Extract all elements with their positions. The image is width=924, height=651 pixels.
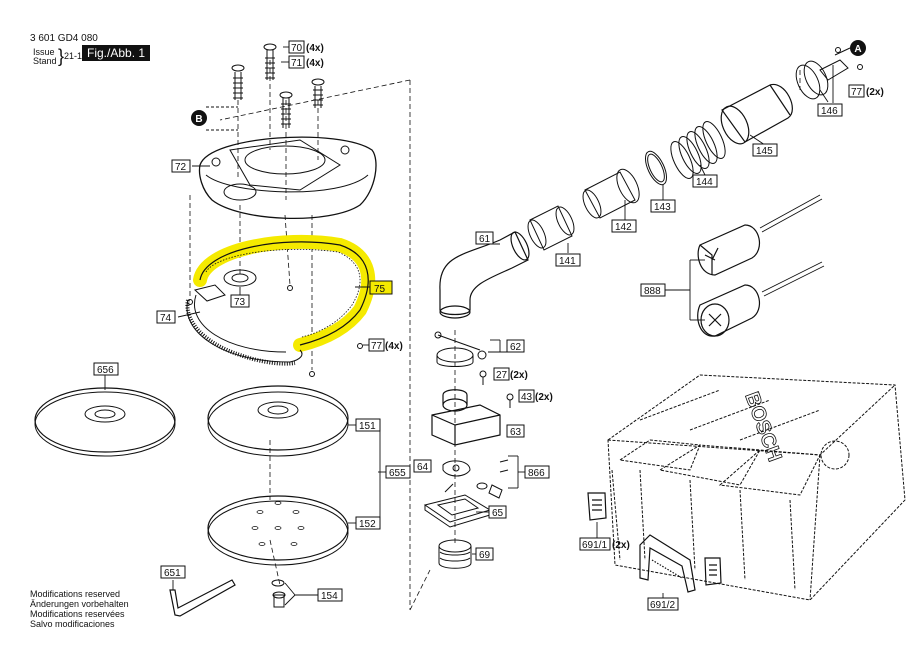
part-72-base-plate <box>198 136 377 220</box>
modifications-notice: Modifications reserved Änderungen vorbeh… <box>30 589 129 629</box>
part-69-bellow <box>438 539 472 569</box>
label-151: 151 <box>359 421 376 432</box>
label-691-1: 691/1 <box>582 540 607 551</box>
issue-label: Issue <box>33 47 55 57</box>
part-63-adapter <box>431 389 501 446</box>
marker-a: A <box>834 40 866 56</box>
part-144-spring <box>670 121 726 179</box>
part-label-boxes <box>93 40 865 611</box>
part-888-plug-lower <box>697 261 825 337</box>
screw-70 <box>263 43 277 80</box>
label-866: 866 <box>528 468 545 479</box>
part-651-allen-key <box>169 579 236 617</box>
modifications-es: Salvo modificaciones <box>30 619 115 629</box>
label-71: 71 <box>291 58 303 69</box>
label-154: 154 <box>321 591 338 602</box>
modifications-de: Änderungen vorbehalten <box>30 599 129 609</box>
label-144: 144 <box>696 177 713 188</box>
label-73: 73 <box>234 297 246 308</box>
label-152: 152 <box>359 519 376 530</box>
label-888: 888 <box>644 286 661 297</box>
label-143: 143 <box>654 202 671 213</box>
part-64-lever <box>442 460 471 477</box>
label-141: 141 <box>559 256 576 267</box>
part-154-screw <box>271 579 286 608</box>
part-151-pad <box>207 385 349 457</box>
screw-77-small <box>187 285 363 377</box>
part-145-sleeve <box>720 84 793 145</box>
part-43-screw <box>506 393 514 408</box>
screw-71b <box>311 78 325 108</box>
label-77-b-qty: (2x) <box>866 87 884 98</box>
part-61-elbow <box>439 231 530 319</box>
label-72: 72 <box>175 162 187 173</box>
marker-a-text: A <box>854 44 861 55</box>
label-651: 651 <box>164 568 181 579</box>
label-70-qty: (4x) <box>306 43 324 54</box>
stand-label: Stand <box>33 56 57 66</box>
part-62-clamp <box>434 331 487 367</box>
modifications-fr: Modifications reservées <box>30 609 125 619</box>
label-70: 70 <box>291 43 303 54</box>
label-77-a: 77 <box>371 341 383 352</box>
figure-label: Fig./Abb. 1 <box>82 45 151 61</box>
marker-b: B <box>191 106 238 131</box>
leader-lines <box>104 46 858 606</box>
label-691-2: 691/2 <box>650 600 675 611</box>
part-labels: 70 (4x) 71 (4x) 72 73 74 75 77 (4x) 77 (… <box>97 43 884 611</box>
case-brand-logo: BOSCH <box>740 389 785 464</box>
label-656: 656 <box>97 365 114 376</box>
label-74: 74 <box>160 313 172 324</box>
label-77-b: 77 <box>851 87 863 98</box>
label-61: 61 <box>479 234 491 245</box>
part-143-ring <box>644 150 668 186</box>
part-141-tube <box>527 205 575 251</box>
label-146: 146 <box>821 106 838 117</box>
label-655: 655 <box>389 468 406 479</box>
label-142: 142 <box>615 222 632 233</box>
marker-b-text: B <box>195 114 202 125</box>
label-62: 62 <box>510 342 522 353</box>
part-866-small-parts <box>476 459 509 499</box>
part-691-2-handle <box>639 534 696 593</box>
label-63: 63 <box>510 427 522 438</box>
label-691-1-qty: (2x) <box>612 540 630 551</box>
part-142-tube <box>582 168 640 219</box>
part-75-brush-ring-highlighted <box>193 234 376 352</box>
label-145: 145 <box>756 146 773 157</box>
part-146-connector <box>795 47 863 100</box>
part-152-abrasive-disc <box>207 495 349 566</box>
part-888-plug-upper <box>697 194 823 276</box>
document-number: 3 601 GD4 080 <box>30 33 98 44</box>
label-43-qty: (2x) <box>535 392 553 403</box>
screw-71 <box>279 91 293 128</box>
label-65: 65 <box>492 508 504 519</box>
part-27-screw <box>479 370 487 385</box>
label-69: 69 <box>479 550 491 561</box>
label-75: 75 <box>374 284 386 295</box>
label-77-a-qty: (4x) <box>385 341 403 352</box>
modifications-en: Modifications reserved <box>30 589 121 599</box>
screw-70b <box>231 64 245 100</box>
part-73-flange <box>223 269 257 287</box>
issue-brace: } <box>58 46 65 66</box>
part-74-bristle-ring <box>185 284 303 366</box>
label-43: 43 <box>521 392 533 403</box>
label-71-qty: (4x) <box>306 58 324 69</box>
part-65-plate <box>423 483 492 528</box>
label-27-qty: (2x) <box>510 370 528 381</box>
label-64: 64 <box>417 462 429 473</box>
label-27: 27 <box>496 370 508 381</box>
part-656-sanding-pad <box>34 387 176 457</box>
part-691-1-latch <box>587 492 722 586</box>
carrying-case <box>607 374 906 601</box>
